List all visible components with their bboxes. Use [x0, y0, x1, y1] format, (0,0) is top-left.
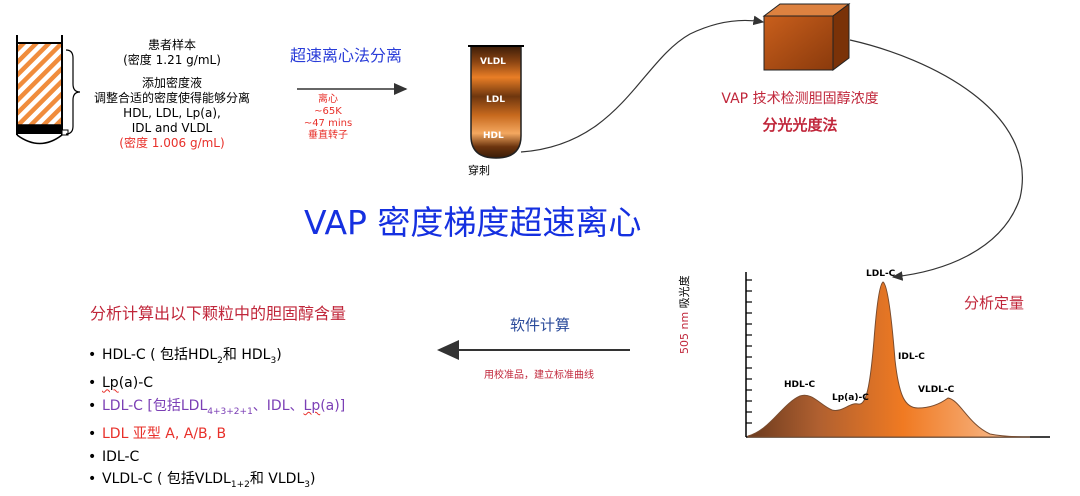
- band-ldl: LDL: [486, 95, 505, 105]
- result-ldl: •LDL-C [包括LDL4+3+2+1、IDL、Lp(a)]: [88, 397, 346, 417]
- centrifuge-note: 离心 ~65K ~47 mins 垂直转子: [288, 94, 368, 142]
- sample-tube: [16, 35, 69, 145]
- chart-y-label: 505 nm 吸光度: [676, 244, 692, 354]
- centrifuge-note-4: 垂直转子: [308, 130, 348, 141]
- ultracentrifuge-title: 超速离心法分离: [290, 46, 403, 65]
- flow-curve-top: [520, 15, 765, 153]
- sample-description: 患者样本 (密度 1.21 g/mL) 添加密度液 调整合适的密度使得能够分离 …: [72, 38, 272, 151]
- sample-line-6: IDL and VLDL: [131, 121, 213, 135]
- result-ldl-subtype: •LDL 亚型 A, A/B, B: [88, 426, 227, 443]
- chart-y-label-wavelength: 505 nm: [678, 311, 691, 354]
- sample-density: (密度 1.006 g/mL): [119, 136, 225, 150]
- peak-label-lpa: Lp(a)-C: [832, 393, 869, 403]
- result-idl: •IDL-C: [88, 448, 140, 465]
- diagram-graphics: [16, 3, 1050, 438]
- sample-line-3: 添加密度液: [141, 76, 202, 90]
- centrifuge-note-3: ~47 mins: [303, 118, 353, 129]
- chart-y-label-absorbance: 吸光度: [678, 275, 691, 309]
- vap-peak-curve: [747, 281, 1031, 438]
- result-vldl: •VLDL-C ( 包括VLDL1+2和 VLDL3): [88, 471, 316, 490]
- software-calc-label: 软件计算: [509, 316, 570, 334]
- band-vldl: VLDL: [480, 57, 506, 67]
- sample-line-5: HDL, LDL, Lp(a),: [123, 106, 221, 120]
- quantification-label: 分析定量: [964, 294, 1025, 312]
- peak-label-vldl: VLDL-C: [918, 385, 955, 395]
- calibration-label: 用校准品，建立标准曲线: [484, 370, 594, 381]
- centrifuge-tube: [468, 45, 524, 159]
- spectrophotometry-label: 分光光度法: [762, 116, 838, 134]
- centrifuge-note-1: 离心: [318, 94, 338, 105]
- peak-label-idl: IDL-C: [898, 352, 925, 362]
- vap-method-label: VAP 技术检测胆固醇浓度: [721, 91, 879, 107]
- spectrophotometer-box: [762, 3, 851, 71]
- main-title: VAP 密度梯度超速离心: [304, 203, 642, 242]
- sample-line-4: 调整合适的密度使得能够分离: [93, 91, 250, 105]
- band-hdl: HDL: [483, 131, 504, 141]
- vap-diagram: 患者样本 (密度 1.21 g/mL) 添加密度液 调整合适的密度使得能够分离 …: [16, 3, 1050, 490]
- puncture-label: 穿刺: [468, 164, 490, 177]
- sample-brace: [65, 49, 81, 135]
- result-lpa: •Lp(a)-C: [88, 375, 154, 392]
- result-hdl: •HDL-C ( 包括HDL2和 HDL3): [88, 347, 282, 366]
- sample-line-1: 患者样本: [147, 38, 196, 52]
- centrifuge-note-2: ~65K: [314, 106, 342, 117]
- calc-title: 分析计算出以下颗粒中的胆固醇含量: [90, 304, 347, 323]
- results-list: •HDL-C ( 包括HDL2和 HDL3) •Lp(a)-C •LDL-C […: [88, 344, 345, 496]
- flow-curve-right: [849, 39, 1023, 281]
- peak-label-hdl: HDL-C: [784, 380, 816, 390]
- peak-label-ldl: LDL-C: [866, 269, 896, 279]
- sample-line-2: (密度 1.21 g/mL): [123, 53, 221, 67]
